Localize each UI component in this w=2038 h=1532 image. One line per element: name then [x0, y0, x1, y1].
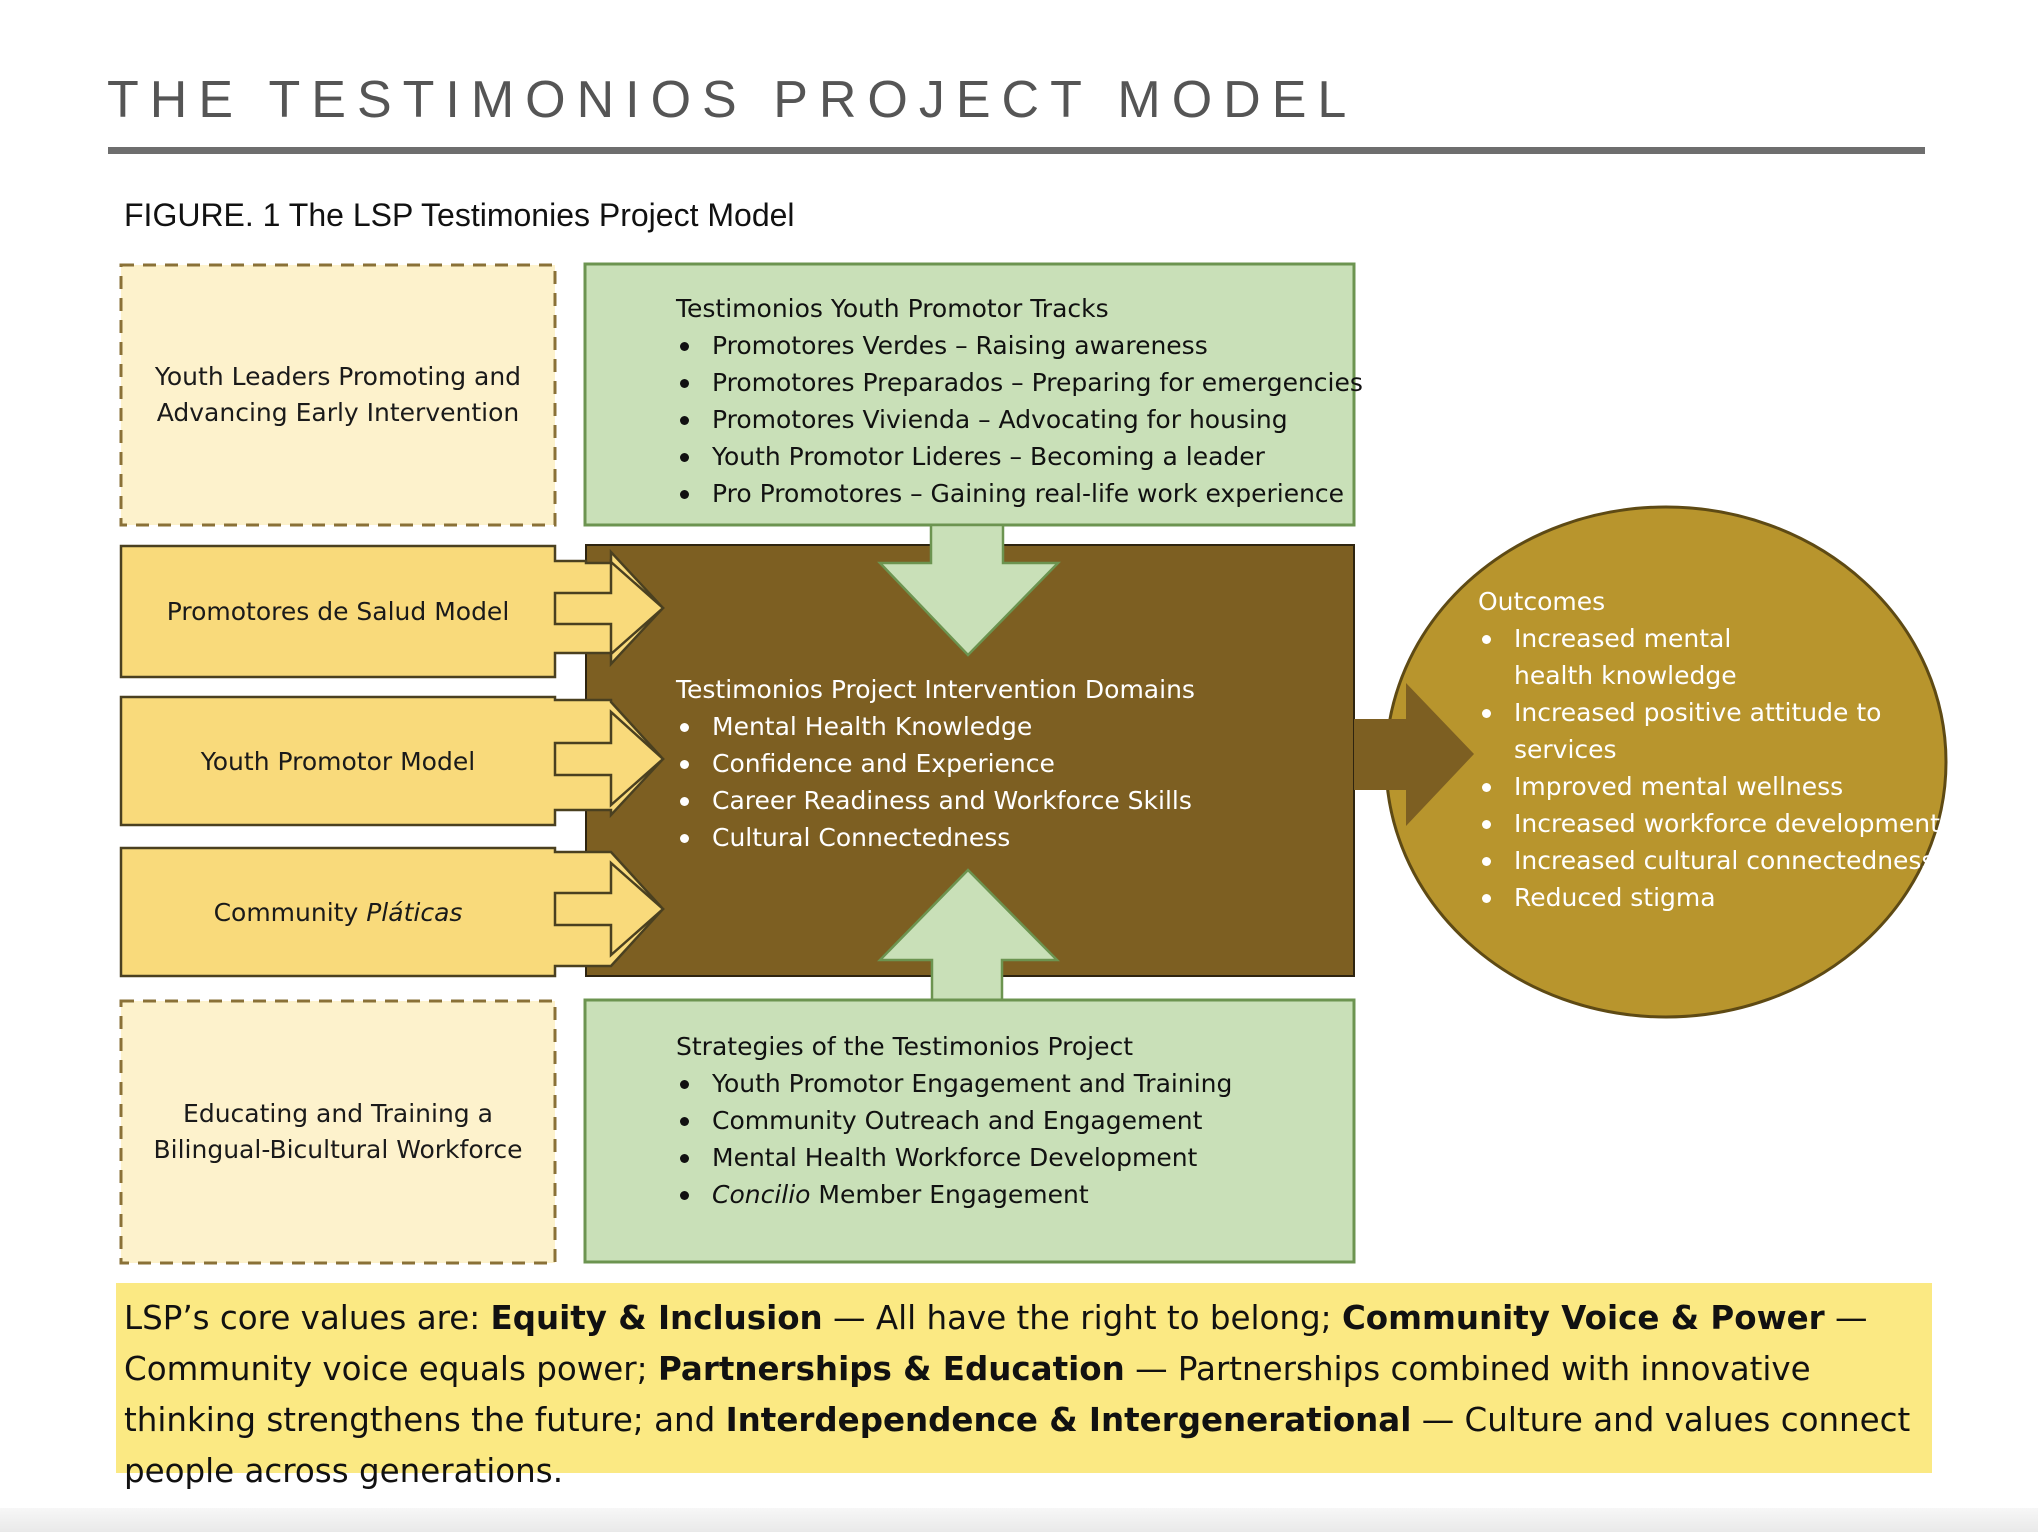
community-platicas-arrow	[119, 846, 665, 978]
strategies-block: Strategies of the Testimonios Project Yo…	[676, 1028, 1232, 1213]
strategies-list: Youth Promotor Engagement and Training C…	[676, 1065, 1232, 1213]
arrowhead-3	[553, 860, 665, 958]
figure-caption: FIGURE. 1 The LSP Testimonies Project Mo…	[124, 197, 795, 233]
outcomes-arrow	[1354, 683, 1474, 826]
promotores-salud-arrow	[119, 544, 665, 679]
outcomes-list: Increased mental health knowledge Increa…	[1478, 620, 1940, 916]
list-item: Cultural Connectedness	[676, 819, 1195, 856]
list-item: Community Outreach and Engagement	[676, 1102, 1232, 1139]
list-item: Pro Promotores – Gaining real-life work …	[676, 475, 1363, 512]
value-equity: Equity & Inclusion	[490, 1299, 823, 1337]
youth-leaders-box	[119, 263, 557, 527]
values-intro: LSP’s core values are:	[124, 1299, 491, 1337]
tracks-down-arrow	[877, 523, 1061, 657]
list-item: Increased cultural connectedness	[1478, 842, 1938, 879]
promotores-salud-label: Promotores de Salud Model	[166, 597, 510, 626]
community-italic: Pláticas	[366, 897, 463, 927]
value-interdependence-text: — Culture and values connect people acro…	[124, 1401, 1911, 1490]
arrowhead-1	[553, 559, 665, 657]
page-title: THE TESTIMONIOS PROJECT MODEL	[107, 71, 1358, 129]
list-item: Promotores Preparados – Preparing for em…	[676, 364, 1363, 401]
workforce-label: Educating and Training a Bilingual-Bicul…	[153, 1099, 523, 1164]
domains-list: Mental Health Knowledge Confidence and E…	[676, 708, 1195, 856]
strategies-heading: Strategies of the Testimonios Project	[676, 1032, 1134, 1061]
list-item: Youth Promotor Engagement and Training	[676, 1065, 1232, 1102]
domains-block: Testimonios Project Intervention Domains…	[676, 671, 1195, 856]
list-item: Increased positive attitude to services	[1478, 694, 1884, 768]
concilio-rest: Member Engagement	[810, 1180, 1089, 1209]
outcomes-heading: Outcomes	[1478, 587, 1606, 616]
value-community-text: — Community voice equals power;	[124, 1299, 1868, 1388]
arrowhead-2	[553, 709, 665, 808]
list-item: Increased mental health knowledge	[1478, 620, 1814, 694]
value-equity-text: — All have the right to belong;	[822, 1299, 1342, 1337]
youth-promotor-arrow	[119, 695, 665, 827]
value-partnerships: Partnerships & Education	[657, 1350, 1125, 1388]
tracks-block: Testimonios Youth Promotor Tracks Promot…	[676, 290, 1363, 512]
concilio-italic: Concilio	[712, 1180, 811, 1209]
list-item: Reduced stigma	[1478, 879, 1938, 916]
tracks-heading: Testimonios Youth Promotor Tracks	[676, 294, 1109, 323]
list-item: Career Readiness and Workforce Skills	[676, 782, 1195, 819]
value-partnerships-text: — Partnerships combined with innovative …	[124, 1350, 1811, 1439]
youth-leaders-label: Youth Leaders Promoting and Advancing Ea…	[154, 362, 522, 427]
bottom-edge-bar	[0, 1508, 2038, 1532]
list-item: Improved mental wellness	[1478, 768, 1938, 805]
core-values-box: LSP’s core values are: Equity & Inclusio…	[116, 1283, 1932, 1490]
list-item: Youth Promotor Lideres – Becoming a lead…	[676, 438, 1363, 475]
domains-heading: Testimonios Project Intervention Domains	[676, 675, 1195, 704]
tracks-list: Promotores Verdes – Raising awareness Pr…	[676, 327, 1363, 512]
list-item: Promotores Verdes – Raising awareness	[676, 327, 1363, 364]
value-interdependence: Interdependence & Intergenerational	[725, 1401, 1412, 1439]
list-item: Mental Health Knowledge	[676, 708, 1195, 745]
list-item: Mental Health Workforce Development	[676, 1139, 1232, 1176]
list-item: Concilio Member Engagement	[676, 1176, 1232, 1213]
list-item: Confidence and Experience	[676, 745, 1195, 782]
youth-promotor-label: Youth Promotor Model	[200, 746, 476, 776]
value-community: Community Voice & Power	[1341, 1299, 1825, 1337]
title-divider	[108, 147, 1925, 154]
tracks-box	[583, 262, 1356, 527]
workforce-box	[119, 999, 557, 1265]
outcomes-block: Outcomes Increased mental health knowled…	[1478, 583, 1940, 916]
list-item: Increased workforce development	[1478, 805, 1940, 842]
list-item: Promotores Vivienda – Advocating for hou…	[676, 401, 1363, 438]
community-prefix: Community	[213, 897, 359, 927]
strategies-box	[583, 998, 1356, 1264]
community-platicas-label: Community Pláticas	[121, 848, 555, 976]
